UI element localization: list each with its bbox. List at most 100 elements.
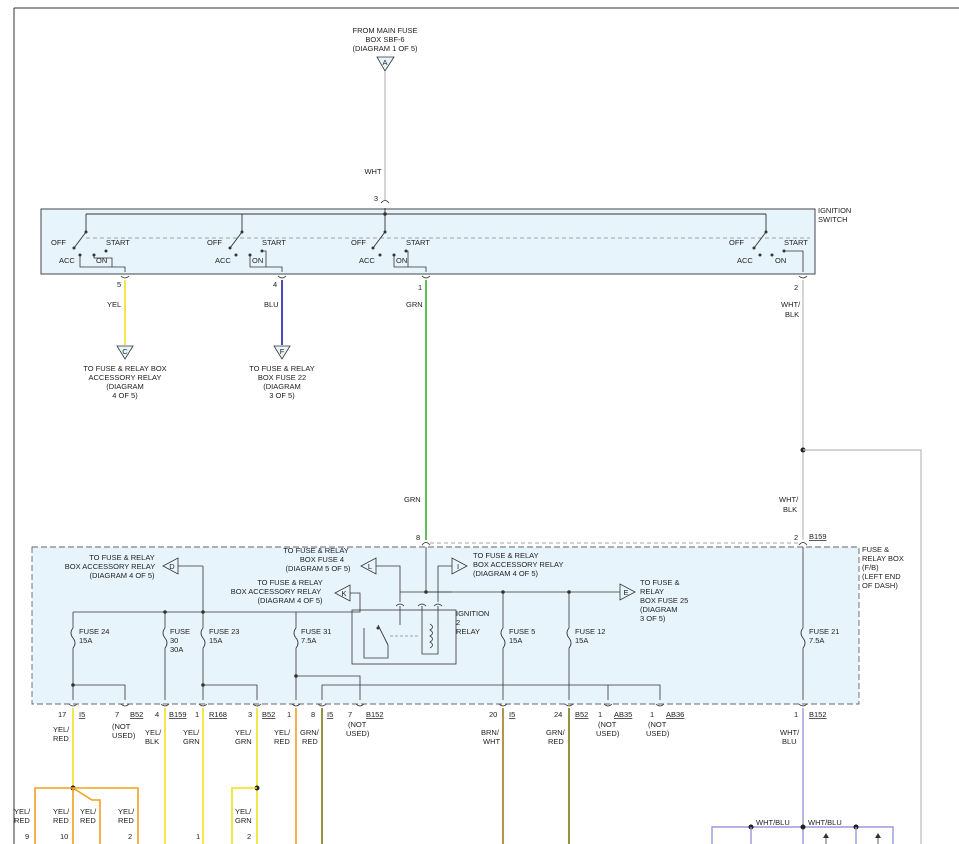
bp-4-w2: GRN: [235, 737, 252, 746]
bp-6-pin: 8: [311, 710, 315, 719]
fb-out-203-branch: [203, 684, 258, 700]
wire-yelred-split-d: [73, 787, 139, 844]
bp-4-pin: 3: [248, 710, 252, 719]
term-660: [655, 703, 665, 707]
bp-2-w2: BLK: [145, 737, 159, 746]
sw2-blade: [229, 231, 243, 249]
ref-e-2: RELAY: [640, 587, 664, 596]
bp-7-conn: B152: [366, 710, 384, 719]
fuse-box-label-2: RELAY BOX: [862, 554, 904, 563]
bp-11-w1: (NOT: [648, 720, 667, 729]
relay-coil: [429, 623, 433, 649]
fuse-24-symbol: [70, 627, 76, 649]
term-569: [564, 703, 574, 707]
bp-12-w2: BLU: [782, 737, 797, 746]
sw3-off: OFF: [351, 238, 366, 247]
bp-11-conn: AB36: [666, 710, 684, 719]
bp-2-conn: B159: [169, 710, 187, 719]
wire-wht-label: WHT: [364, 167, 381, 176]
fb-in-conn-b159: B159: [809, 532, 827, 541]
fuse-30-name2: 30: [170, 636, 178, 645]
term-125: [120, 703, 130, 707]
split-5-pin: 2: [247, 832, 251, 841]
fuse-31-name: FUSE 31: [301, 627, 331, 636]
bp-10-conn: AB35: [614, 710, 632, 719]
ref-d-triangle: [162, 557, 179, 575]
connector-c-triangle: [116, 345, 134, 360]
ref-i-3: (DIAGRAM 4 OF 5): [473, 569, 539, 578]
switch-section-4: OFF START ACC ON: [729, 230, 808, 272]
fuse-box-label-1: FUSE &: [862, 545, 889, 554]
relay-contact-pt: [376, 626, 380, 630]
fuse-31-symbol: [293, 627, 299, 649]
bp-1-pin: 7: [115, 710, 119, 719]
ignition-switch-box: [40, 208, 816, 275]
ref-k-3: (DIAGRAM 4 OF 5): [257, 596, 323, 605]
fuse-24-name: FUSE 24: [79, 627, 109, 636]
bp-8-conn: I5: [509, 710, 515, 719]
relay-coil-wire: [421, 625, 439, 655]
fuse-5-name: FUSE 5: [509, 627, 535, 636]
dest-f-2: BOX FUSE 22: [258, 373, 306, 382]
sw4-c2: [752, 246, 756, 250]
sw3-on: ON: [396, 256, 407, 265]
pin-3-terminal: [380, 200, 390, 204]
source-label: FROM MAIN FUSE BOX SBF-6 (DIAGRAM 1 OF 5…: [352, 26, 418, 53]
term-803: [798, 703, 808, 707]
sw1-blade: [73, 231, 87, 249]
split-3-w2: RED: [118, 816, 134, 825]
ref-i-triangle: [451, 557, 468, 575]
bp-5-pin: 1: [287, 710, 291, 719]
relay-label-2: 2: [456, 618, 460, 627]
fuse-30: FUSE 30 30A: [162, 627, 190, 654]
sw-out-pin-5: 5: [117, 280, 121, 289]
term-322: [317, 703, 327, 707]
term-503: [498, 703, 508, 707]
relay-label-1: IGNITION: [456, 609, 489, 618]
sw-out-terminal-2: [798, 275, 808, 279]
ref-l-1: TO FUSE & RELAY: [283, 546, 349, 555]
dest-f-3: (DIAGRAM: [263, 382, 301, 391]
bp-5-w2: RED: [274, 737, 290, 746]
wht-blu-label-a: WHT/BLU: [756, 818, 790, 827]
bp-3-conn: R168: [209, 710, 227, 719]
arrow-up-icon: [823, 833, 829, 838]
split-0-pin: 9: [25, 832, 29, 841]
term-296: [291, 703, 301, 707]
ref-l-triangle: [360, 557, 377, 575]
bottom-terminals: [68, 703, 808, 707]
wire-grn-label-top: GRN: [406, 300, 423, 309]
fuse-30-name: FUSE: [170, 627, 190, 636]
sw1-on: ON: [96, 256, 107, 265]
switch-section-2: OFF START ACC ON: [207, 230, 286, 272]
bp-2-w1: YEL/: [145, 728, 162, 737]
bp-0-w1: YEL/: [53, 725, 70, 734]
fb-out-73-branch: [73, 684, 126, 700]
sw4-off: OFF: [729, 238, 744, 247]
relay-term-a: [395, 603, 405, 607]
dest-c-2: ACCESSORY RELAY: [89, 373, 162, 382]
bp-1-w1: (NOT: [112, 722, 131, 731]
bp-10-pin: 1: [598, 710, 602, 719]
sw2-c3: [234, 253, 238, 257]
arrow-up-icon-2: [875, 833, 881, 838]
fb-in-term-8: [421, 542, 431, 546]
sw3-link2: [406, 250, 409, 267]
wire-whtblk-label-top-1: WHT/: [781, 300, 801, 309]
sw1-link: [79, 255, 126, 272]
wire-yelred-split-a: [34, 787, 73, 844]
bp-0-w2: RED: [53, 734, 69, 743]
bp-2-pin: 4: [155, 710, 159, 719]
split-5-w1: YEL/: [235, 807, 252, 816]
sw2-c1: [240, 230, 244, 234]
bp-9-pin: 24: [554, 710, 562, 719]
bp-12-pin: 1: [794, 710, 798, 719]
split-2-w1: YEL/: [80, 807, 97, 816]
ref-i-1: TO FUSE & RELAY: [473, 551, 539, 560]
fuse-31-rating: 7.5A: [301, 636, 316, 645]
sw1-c1: [84, 230, 88, 234]
sw1-off: OFF: [51, 238, 66, 247]
bp-7-pin: 7: [348, 710, 352, 719]
split-3-w1: YEL/: [118, 807, 135, 816]
source-line-2: BOX SBF-6: [365, 35, 404, 44]
